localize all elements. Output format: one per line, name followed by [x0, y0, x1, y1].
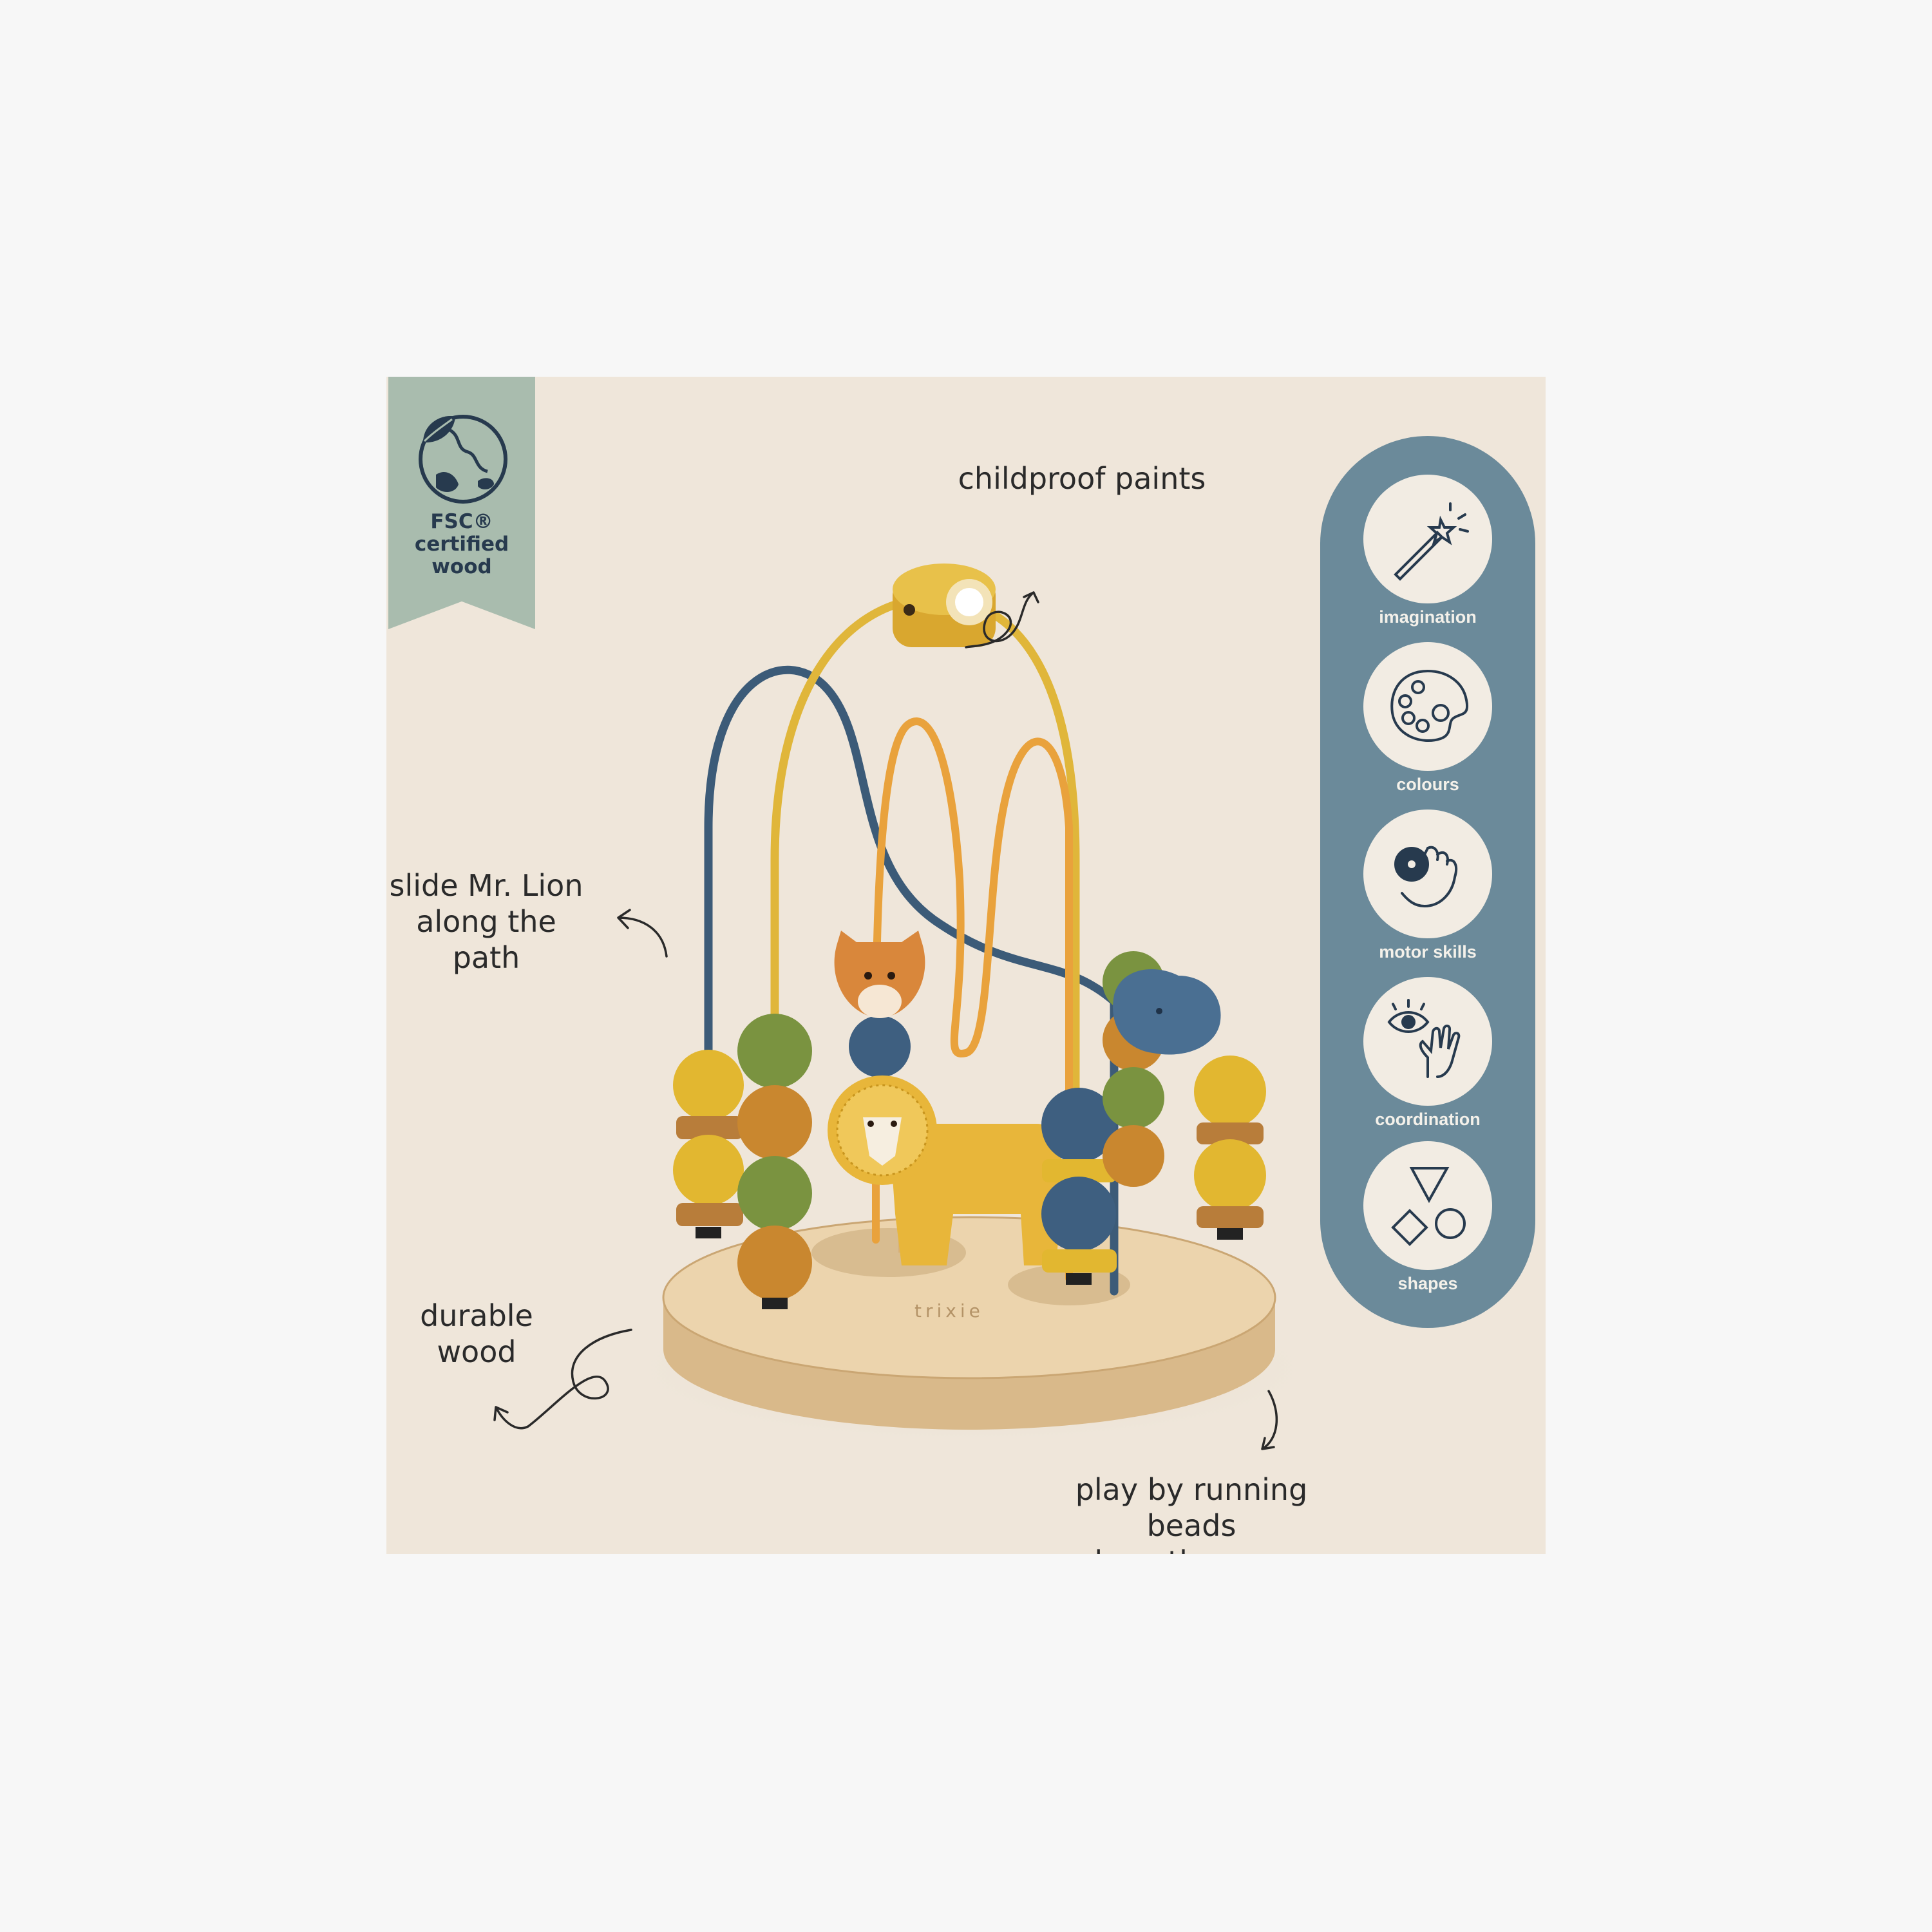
tiger-bead	[834, 931, 925, 1077]
paint-palette-icon	[1390, 669, 1469, 743]
brand-mark: trixie	[914, 1300, 984, 1321]
fsc-label: FSC® certified wood	[414, 510, 509, 578]
lion-figure	[828, 1075, 1063, 1265]
callout-durable-wood: durable wood	[420, 1298, 533, 1369]
arrow-childproof	[965, 591, 1039, 649]
eye-hand-icon	[1387, 999, 1461, 1078]
benefit-label: colours	[1396, 775, 1459, 794]
benefits-pill: imagination colours motor	[1320, 436, 1535, 1328]
hand-grab-icon	[1394, 846, 1458, 908]
callout-childproof-paints: childproof paints	[958, 461, 1206, 496]
top-lion-bead	[893, 564, 996, 647]
left-bead-column	[673, 1014, 812, 1309]
benefit-label: coordination	[1375, 1110, 1481, 1129]
wooden-base: trixie	[662, 1216, 1276, 1430]
callout-slide-lion: slide Mr. Lion along the path	[389, 868, 583, 975]
right-bead-column	[1041, 951, 1266, 1285]
benefit-label: shapes	[1397, 1274, 1458, 1293]
benefit-label: motor skills	[1379, 942, 1477, 961]
arrow-play	[1261, 1390, 1278, 1450]
benefit-label: imagination	[1379, 607, 1477, 627]
arrow-slide	[617, 909, 668, 958]
callout-play-beads: play by running beads along the maze	[1075, 1472, 1308, 1554]
product-image-panel: trixie	[386, 377, 1546, 1554]
fsc-badge: FSC® certified wood	[388, 377, 535, 629]
bead-maze-toy: trixie	[493, 564, 1333, 1450]
arrow-durable	[493, 1329, 632, 1430]
globe-leaf-icon	[419, 415, 507, 504]
shapes-icon	[1391, 1167, 1466, 1246]
magic-wand-icon	[1394, 502, 1469, 581]
annotation-arrows	[493, 591, 1278, 1450]
